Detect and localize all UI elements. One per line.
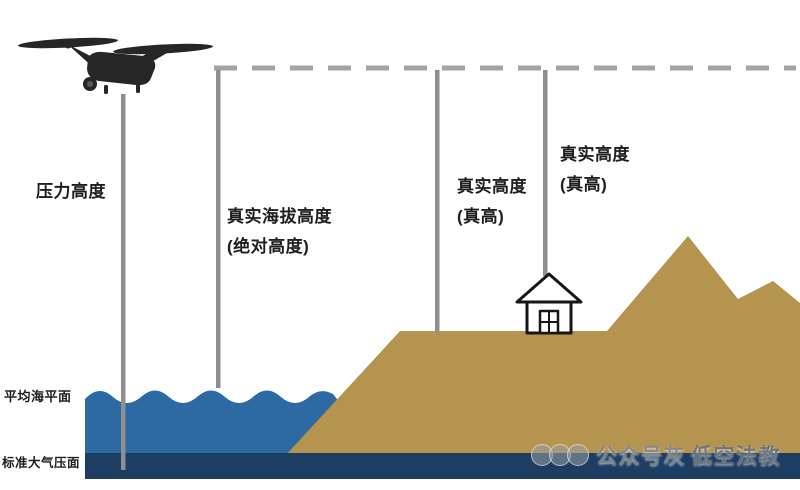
true-height-house-text-line2: (真高) [560, 175, 608, 194]
drone-leg-left [104, 85, 108, 94]
terrain-mountains [285, 236, 800, 456]
house-roof [515, 272, 583, 304]
true-height-house-label: 真实高度 (真高) [560, 140, 630, 200]
true-height-terrain-text-line2: (真高) [457, 207, 505, 226]
sea-water [85, 390, 352, 456]
true-height-terrain-label: 真实高度 (真高) [457, 172, 527, 232]
true-height-house-text-line1: 真实高度 [560, 145, 630, 164]
drone-camera-lens [87, 81, 93, 87]
pressure-altitude-text: 压力高度 [36, 182, 106, 201]
true-height-terrain-line [435, 70, 440, 333]
pressure-altitude-line [121, 94, 126, 470]
drone-leg-right [136, 84, 140, 93]
mean-sea-level-text: 平均海平面 [4, 389, 72, 404]
absolute-altitude-label: 真实海拔高度 (绝对高度) [227, 202, 332, 262]
true-height-terrain-text-line1: 真实高度 [457, 177, 527, 196]
absolute-altitude-line [216, 70, 221, 388]
pressure-altitude-label: 压力高度 [36, 177, 106, 207]
standard-pressure-text: 标准大气压面 [2, 456, 81, 470]
true-height-house-line [543, 70, 548, 276]
absolute-altitude-text-line2: (绝对高度) [227, 237, 310, 256]
mean-sea-level-label: 平均海平面 [4, 389, 72, 404]
absolute-altitude-text-line1: 真实海拔高度 [227, 207, 332, 226]
drone-body [87, 51, 156, 86]
house [515, 272, 583, 335]
standard-pressure-band [85, 453, 800, 479]
drone [18, 37, 213, 94]
standard-pressure-label: 标准大气压面 [2, 456, 80, 470]
